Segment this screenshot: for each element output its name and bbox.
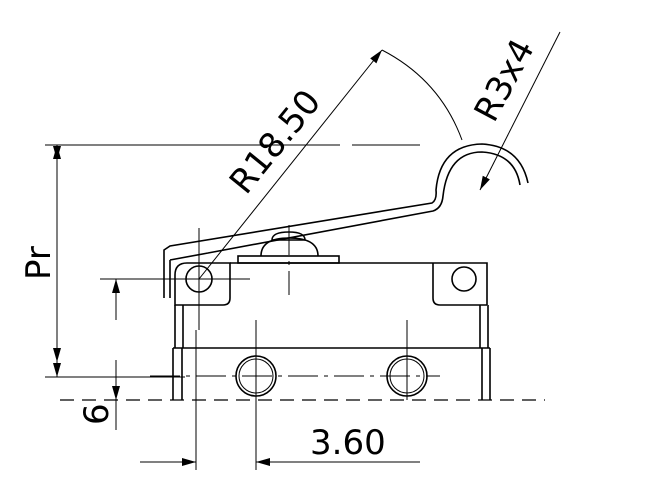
dim-spacing-label: 3.60 (310, 423, 386, 463)
dim-roller-label: R3x4 (467, 33, 543, 129)
dimensions (45, 31, 561, 470)
lever (163, 143, 529, 298)
switch-body (172, 231, 491, 400)
centerlines (60, 144, 545, 470)
dim-pretravel-label: Pr (19, 246, 59, 280)
mount-hole (451, 266, 477, 292)
dim-height-label: 6 (77, 403, 117, 425)
